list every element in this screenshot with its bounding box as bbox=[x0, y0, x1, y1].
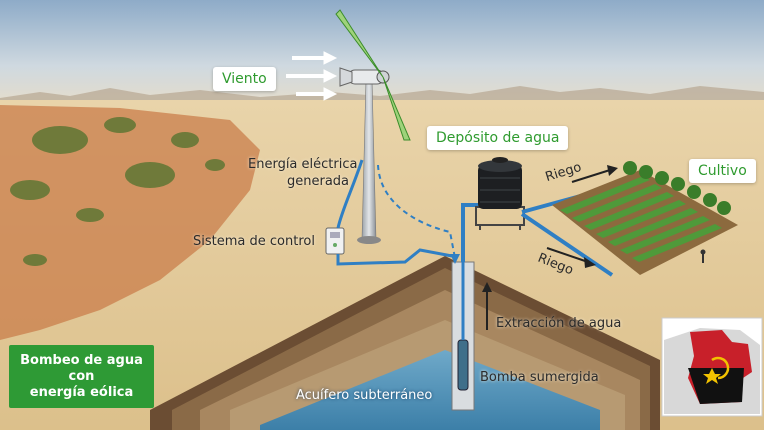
electric-cable bbox=[336, 159, 364, 229]
title-line1: Bombeo de agua bbox=[20, 352, 143, 368]
water-tank-icon bbox=[475, 157, 525, 230]
aquifer bbox=[260, 350, 600, 430]
sistema-control-label: Sistema de control bbox=[193, 234, 315, 249]
deposito-label: Depósito de agua bbox=[427, 126, 569, 150]
control-box-icon bbox=[325, 227, 345, 255]
title-line3: energía eólica bbox=[29, 384, 134, 400]
power-line-dashed bbox=[377, 164, 456, 259]
energia-label-line2: generada bbox=[287, 174, 350, 189]
wind-turbine bbox=[335, 9, 411, 244]
pump-icon bbox=[457, 339, 469, 391]
riego-arrow-top bbox=[571, 169, 611, 183]
red-soil bbox=[0, 105, 260, 340]
title-line2: con bbox=[68, 368, 95, 384]
title-box: Bombeo de agua con energía eólica bbox=[9, 345, 154, 408]
acuifero-label: Acuífero subterráneo bbox=[296, 388, 433, 403]
bomba-label: Bomba sumergida bbox=[480, 370, 599, 385]
viento-label: Viento bbox=[213, 67, 276, 91]
riego-arrow-bottom bbox=[546, 247, 589, 263]
ground-cutaway bbox=[150, 256, 660, 430]
angola-map-icon bbox=[661, 317, 763, 417]
desert-bushes bbox=[10, 117, 225, 266]
wind-arrow-icon bbox=[286, 51, 338, 101]
irrigation-pipe-bottom bbox=[520, 212, 614, 277]
crop-field bbox=[552, 161, 738, 275]
extraccion-label: Extracción de agua bbox=[496, 316, 622, 331]
cultivo-label: Cultivo bbox=[689, 159, 756, 183]
control-cable bbox=[336, 248, 453, 266]
energia-label-line1: Energía eléctrica bbox=[248, 157, 358, 172]
